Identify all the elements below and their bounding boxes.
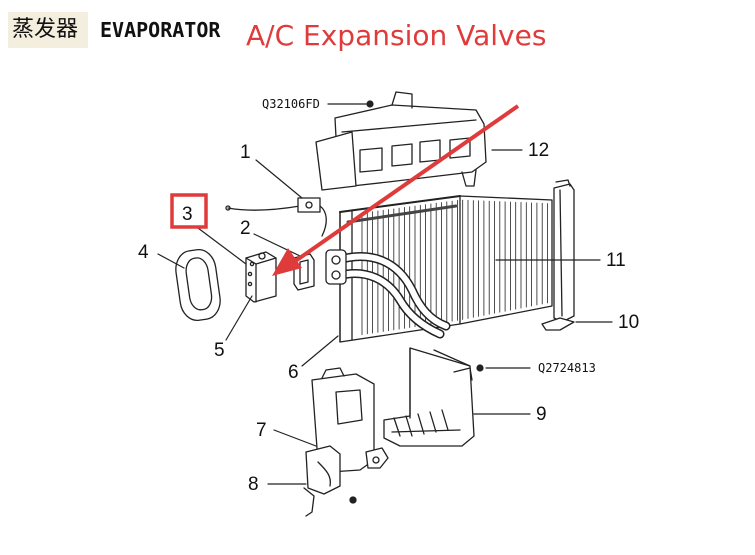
part-4-seal-ring <box>175 249 221 321</box>
callout-5: 5 <box>214 340 225 361</box>
callout-7: 7 <box>256 420 267 441</box>
callout-1: 1 <box>240 142 251 163</box>
part-11-evaporator-core <box>339 195 553 343</box>
highlight-arrow <box>292 104 520 264</box>
chinese-header-label: 蒸发器 <box>8 12 88 48</box>
callout-10: 10 <box>618 312 639 333</box>
part-9-lower-housing <box>383 347 475 447</box>
callout-2: 2 <box>240 218 251 239</box>
english-header-label: EVAPORATOR <box>100 18 221 42</box>
callout-4: 4 <box>138 242 149 263</box>
part-12-upper-housing <box>315 91 487 191</box>
fastener-screw <box>349 496 357 504</box>
highlight-overlay <box>170 104 520 276</box>
leader-lines <box>157 100 613 485</box>
callout-8: 8 <box>248 474 259 495</box>
part-2-gasket <box>293 253 315 291</box>
part-code-Q2724813: Q2724813 <box>538 361 596 375</box>
part-10-side-bracket <box>541 179 575 331</box>
part-5-expansion-valve <box>245 251 277 303</box>
callout-12: 12 <box>528 140 549 161</box>
page-title: A/C Expansion Valves <box>246 19 547 52</box>
part-1-sensor <box>225 197 327 237</box>
highlight-box <box>170 193 208 229</box>
part-code-Q32106FD: Q32106FD <box>262 97 320 111</box>
callout-11: 11 <box>606 250 626 271</box>
arrow-head <box>272 248 302 276</box>
part-8-drain-hose <box>303 445 341 517</box>
part-6-refrigerant-pipes <box>325 249 451 339</box>
callout-3: 3 <box>182 204 193 225</box>
callout-9: 9 <box>536 404 547 425</box>
callout-6: 6 <box>288 362 299 383</box>
